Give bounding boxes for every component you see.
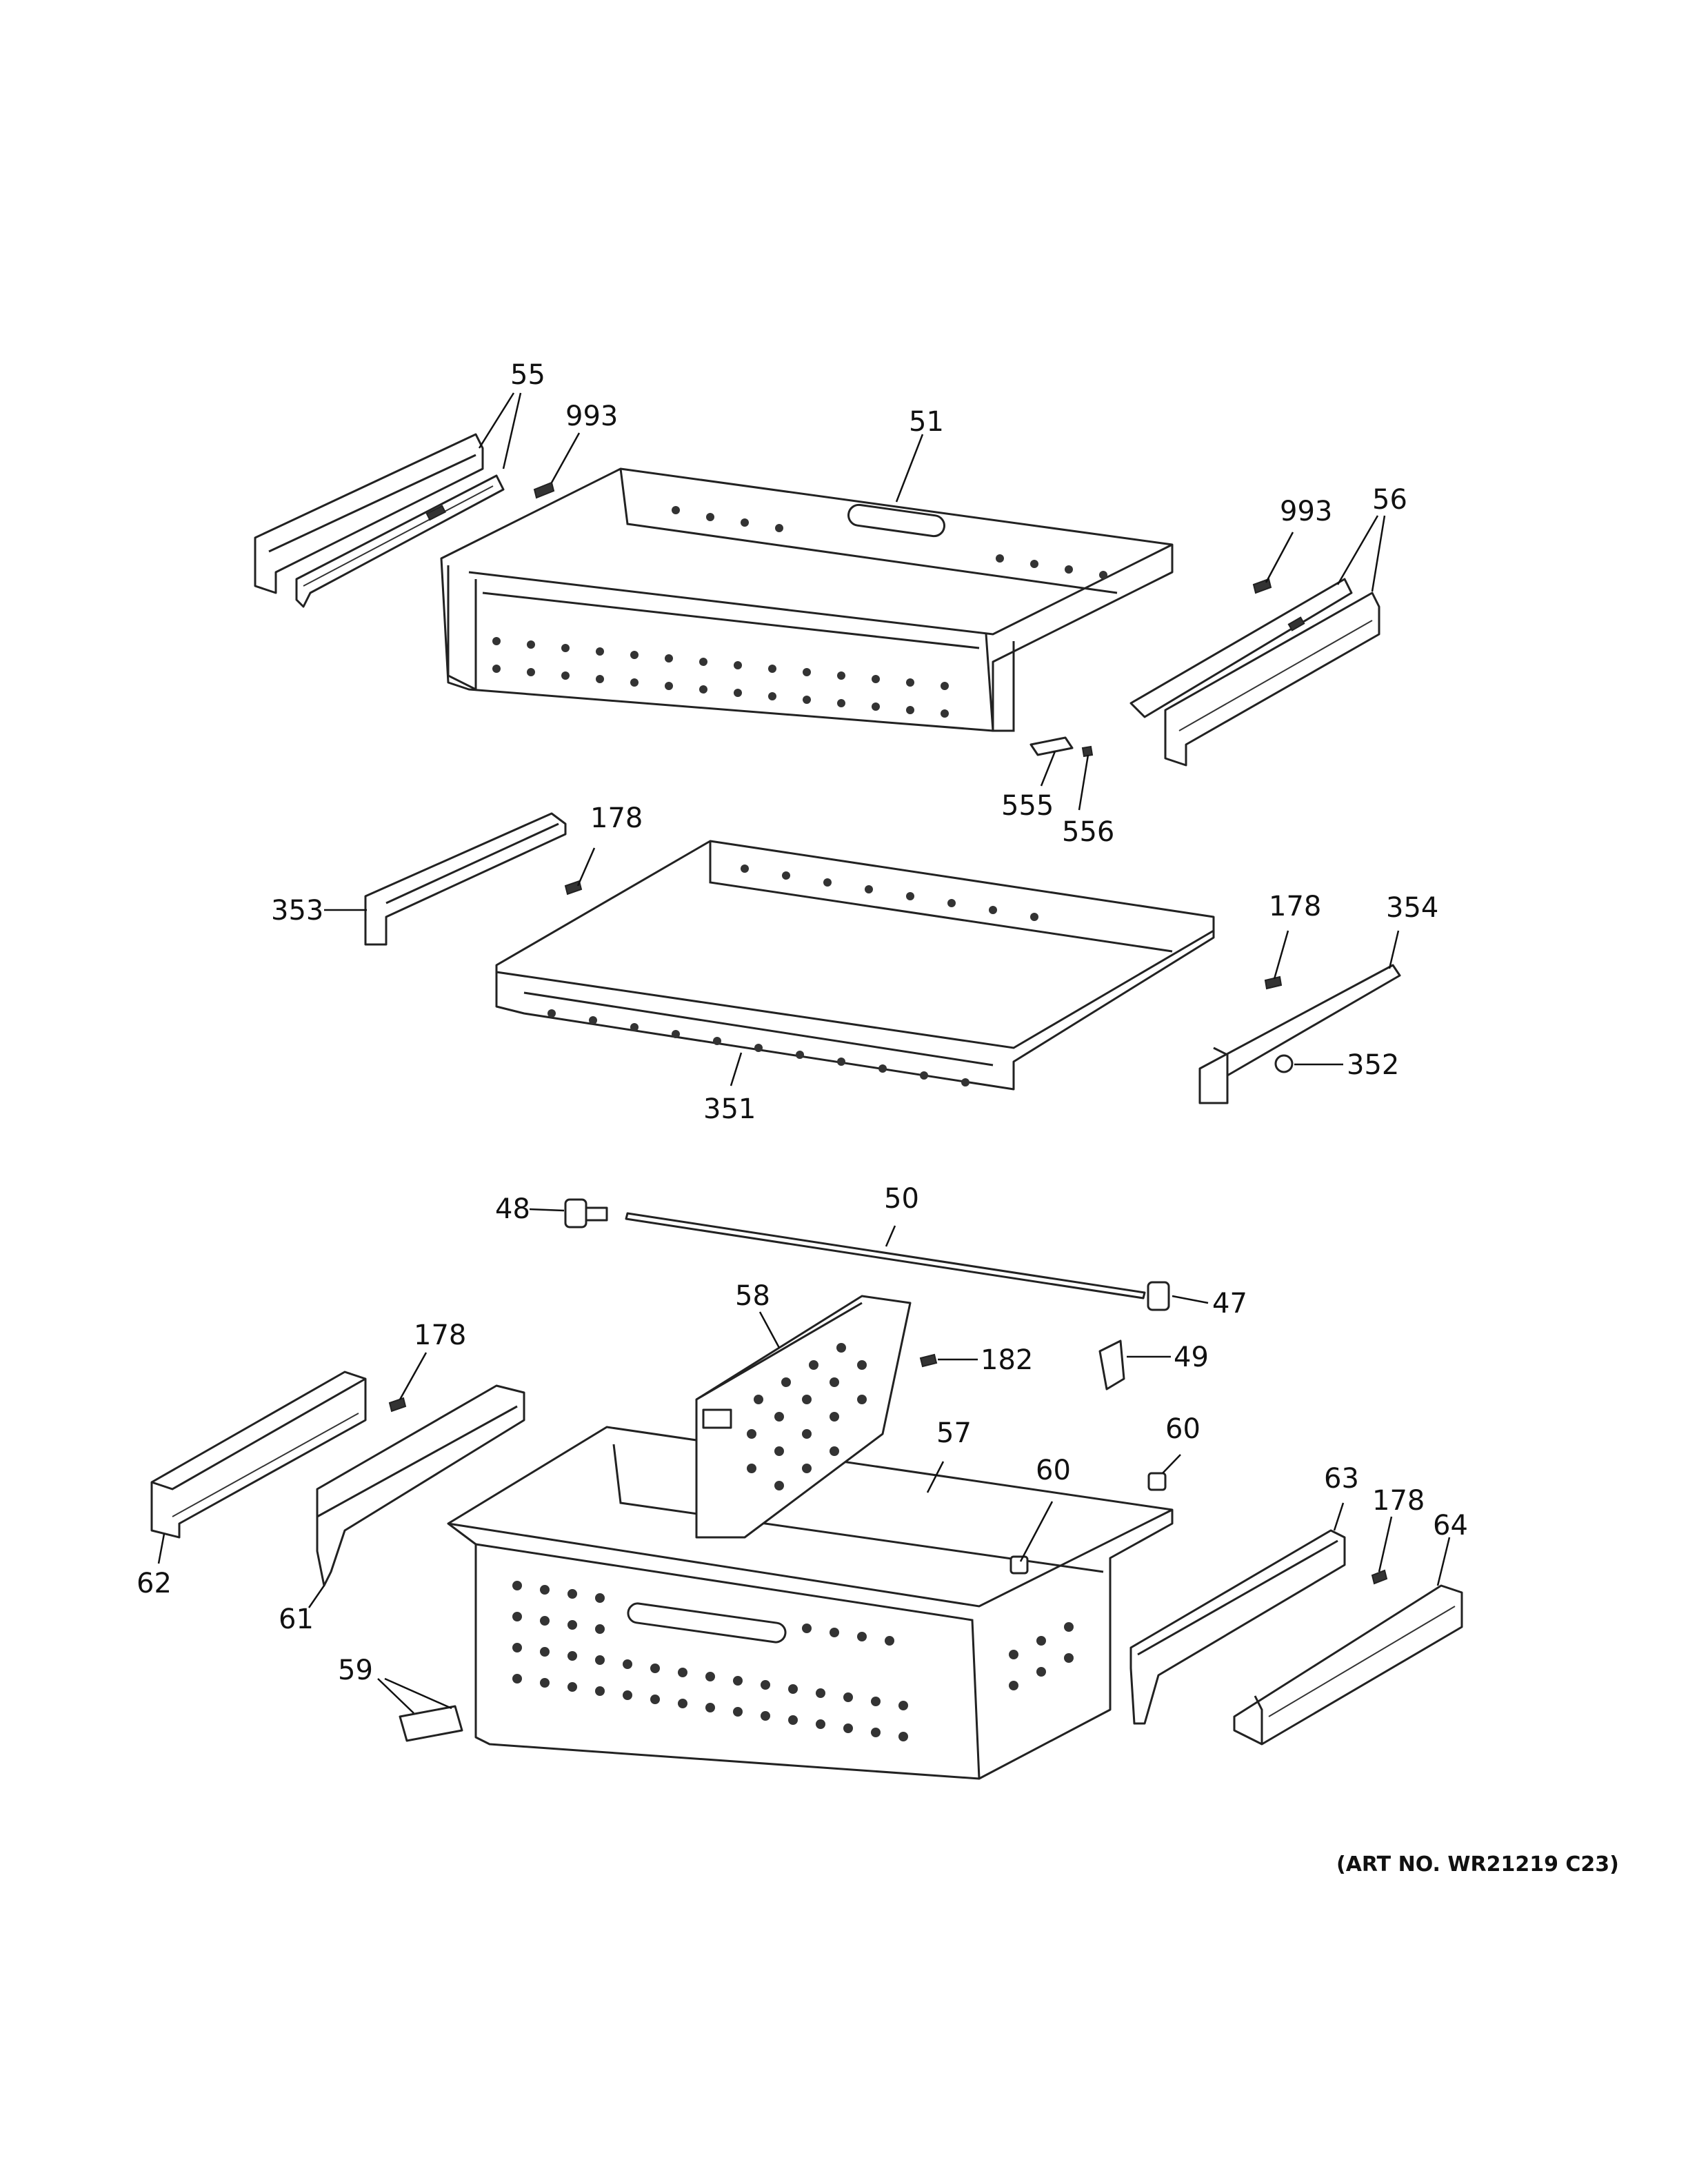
callout-993-left: 993	[565, 401, 618, 432]
callout-178-mid-right: 178	[1269, 891, 1321, 922]
upper-drawer-51	[440, 467, 1174, 732]
screw-993-left	[533, 481, 555, 499]
lower-basket-57	[447, 1426, 1174, 1780]
callout-60-right: 60	[1165, 1413, 1200, 1445]
callout-993-right: 993	[1280, 496, 1332, 527]
middle-tray-holes	[547, 865, 1038, 1086]
slide-rail-56	[1129, 578, 1380, 767]
lower-basket-holes	[512, 1581, 1074, 1741]
callout-182: 182	[981, 1344, 1033, 1376]
callout-61: 61	[279, 1604, 314, 1635]
screw-178-low-left	[388, 1397, 407, 1413]
gear-47	[1147, 1281, 1170, 1311]
callout-59: 59	[338, 1655, 373, 1686]
callout-51: 51	[909, 406, 944, 438]
callout-55: 55	[510, 359, 545, 391]
callout-47: 47	[1212, 1288, 1247, 1320]
callout-56: 56	[1372, 484, 1407, 516]
callout-62: 62	[137, 1568, 172, 1599]
callout-49: 49	[1174, 1342, 1209, 1373]
rail-61	[316, 1384, 525, 1587]
callout-58: 58	[735, 1280, 770, 1312]
callout-60-basket: 60	[1036, 1455, 1071, 1486]
rail-63	[1129, 1529, 1346, 1725]
rail-353	[364, 812, 567, 946]
callout-555: 555	[1001, 790, 1054, 822]
callout-57: 57	[936, 1417, 972, 1449]
upper-drawer-holes	[492, 506, 1107, 718]
gear-48	[564, 1198, 608, 1228]
callout-63: 63	[1324, 1463, 1359, 1495]
screw-178-low-right	[1371, 1569, 1388, 1585]
rail-62	[150, 1371, 367, 1539]
callout-178-low-right: 178	[1372, 1485, 1425, 1517]
rail-64	[1233, 1584, 1463, 1746]
callout-353: 353	[271, 895, 323, 927]
callout-48: 48	[495, 1193, 530, 1225]
screw-182	[919, 1353, 938, 1368]
slide-rail-55	[254, 433, 505, 608]
screw-993-right	[1252, 578, 1272, 594]
screw-556	[1081, 745, 1094, 758]
clip-60-right	[1147, 1472, 1167, 1491]
leader-lines	[157, 392, 1451, 1714]
bracket-555	[1029, 736, 1074, 756]
shaft-50	[625, 1212, 1146, 1300]
clip-59	[399, 1705, 463, 1742]
rail-354	[1198, 964, 1401, 1104]
callout-352: 352	[1347, 1049, 1399, 1081]
callout-labels: 55 993 51 993 56 555 556 178 353 178 354…	[137, 359, 1468, 1686]
divider-holes	[747, 1343, 867, 1490]
callout-178-mid-left: 178	[590, 802, 643, 834]
callout-64: 64	[1433, 1510, 1468, 1541]
callout-178-low-left: 178	[414, 1320, 466, 1351]
callout-351: 351	[703, 1093, 756, 1125]
middle-tray-351	[495, 840, 1215, 1091]
callout-354: 354	[1386, 892, 1438, 924]
stop-352	[1274, 1054, 1294, 1073]
art-number: (ART NO. WR21219 C23)	[1336, 1852, 1619, 1877]
divider-58	[695, 1295, 912, 1539]
bracket-49	[1098, 1339, 1125, 1391]
screw-178-mid-left	[564, 880, 583, 896]
screw-178-mid-right	[1264, 975, 1283, 990]
callout-50: 50	[884, 1183, 919, 1215]
callout-556: 556	[1062, 816, 1114, 848]
clip-60-basket	[1009, 1555, 1029, 1575]
